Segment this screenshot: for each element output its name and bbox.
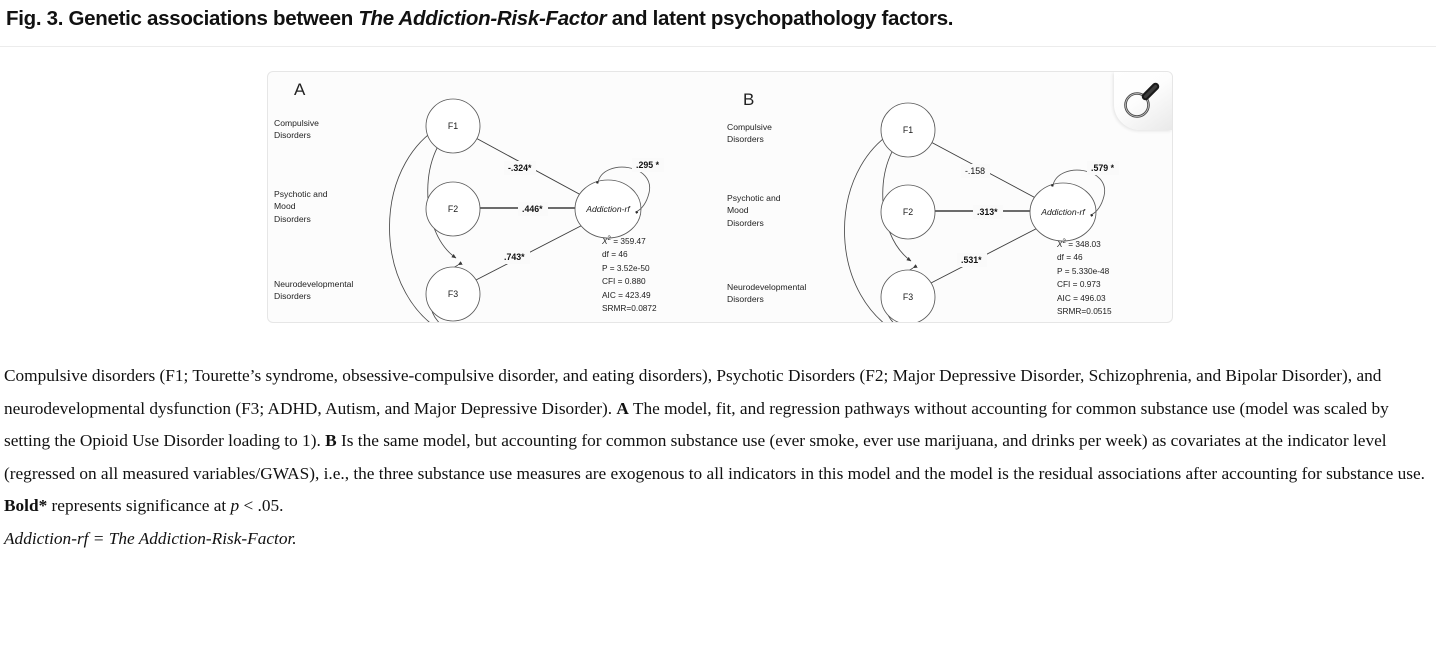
node-f1-label: F1 xyxy=(447,121,459,131)
chisq-value: = 348.03 xyxy=(1068,239,1101,249)
panel-group: A xyxy=(268,72,1172,322)
indicator-label-psychotic-mood: Psychotic and Mood Disorders xyxy=(274,189,328,224)
figure-caption: Compulsive disorders (F1; Tourette’s syn… xyxy=(4,360,1432,555)
caption-bold-a: A xyxy=(616,398,629,418)
fit-aic: AIC = 496.03 xyxy=(1057,292,1106,303)
covariance-arc-f1-f3 xyxy=(390,116,459,322)
indicator-label-compulsive: Compulsive Disorders xyxy=(727,122,772,145)
coef-residual-variance: .295 * xyxy=(632,158,664,172)
panel-a-letter: A xyxy=(294,80,306,99)
caption-abbreviation-line: Addiction-rf = The Addiction-Risk-Factor… xyxy=(4,528,297,548)
fit-statistics-a: X2 = 359.47 df = 46 P = 3.52e-50 CFI = 0… xyxy=(602,235,657,316)
fit-cfi: CFI = 0.973 xyxy=(1057,279,1101,290)
node-addiction-rf-label: Addiction-rf xyxy=(1041,207,1085,217)
figure-container: A xyxy=(267,71,1173,323)
panel-b-path-diagram xyxy=(721,72,1173,322)
residual-variance-loop xyxy=(596,167,650,214)
caption-bold-star: Bold* xyxy=(4,496,48,516)
chisq-symbol: X xyxy=(602,236,608,246)
zoom-figure-button[interactable] xyxy=(1114,72,1172,130)
coef-f3-outcome: .743* xyxy=(500,250,530,264)
caption-bold-b: B xyxy=(325,431,337,451)
node-f3-label: F3 xyxy=(447,289,459,299)
coef-f2-outcome: .313* xyxy=(973,205,1003,219)
coef-f3-outcome: .531* xyxy=(957,253,987,267)
indicator-label-neurodevelopmental: Neurodevelopmental Disorders xyxy=(727,282,807,305)
fit-p: P = 3.52e-50 xyxy=(602,262,650,273)
figure-title: Fig. 3. Genetic associations between The… xyxy=(0,0,1436,32)
coef-f1-outcome: -.324* xyxy=(504,161,537,175)
fit-cfi: CFI = 0.880 xyxy=(602,276,646,287)
fit-srmr: SRMR=0.0515 xyxy=(1057,306,1112,317)
fit-chisq: X2 = 348.03 xyxy=(1057,238,1112,251)
panel-b-letter: B xyxy=(743,90,755,109)
coef-f1-outcome: -.158 xyxy=(961,164,991,178)
fit-df: df = 46 xyxy=(602,249,628,260)
title-divider xyxy=(0,46,1436,47)
fit-df: df = 46 xyxy=(1057,252,1083,263)
node-f2-label: F2 xyxy=(902,207,914,217)
coef-f2-outcome: .446* xyxy=(518,202,548,216)
chisq-symbol: X xyxy=(1057,239,1063,249)
caption-italic-p: p xyxy=(230,496,240,516)
figure-title-suffix: and latent psychopathology factors. xyxy=(606,7,954,30)
panel-b: B xyxy=(721,72,1173,322)
caption-sentence-5: < .05. xyxy=(239,496,284,516)
node-f1 xyxy=(881,103,935,157)
coef-residual-variance: .579 * xyxy=(1087,161,1119,175)
node-f1 xyxy=(426,99,480,153)
node-f2-label: F2 xyxy=(447,204,459,214)
caption-sentence-3: Is the same model, but accounting for co… xyxy=(4,431,1425,483)
node-f3 xyxy=(426,267,480,321)
node-f3 xyxy=(881,270,935,322)
figure-title-italic: The Addiction-Risk-Factor xyxy=(358,7,607,30)
caption-sentence-4: represents significance at xyxy=(47,496,231,516)
node-f2 xyxy=(426,182,480,236)
magnifier-icon xyxy=(1124,82,1160,118)
caption-sentence-2: The model, fit, and regression pathways … xyxy=(4,398,1389,451)
covariance-arc-f1-f3 xyxy=(845,120,914,322)
panel-a-path-diagram xyxy=(268,72,721,322)
indicator-label-neurodevelopmental: Neurodevelopmental Disorders xyxy=(274,279,354,302)
panel-a: A xyxy=(268,72,721,322)
fit-chisq: X2 = 359.47 xyxy=(602,235,657,248)
fit-p: P = 5.330e-48 xyxy=(1057,265,1110,276)
indicator-label-compulsive: Compulsive Disorders xyxy=(274,118,319,141)
fit-statistics-b: X2 = 348.03 df = 46 P = 5.330e-48 CFI = … xyxy=(1057,238,1112,319)
figure-title-prefix: Fig. 3. Genetic associations between xyxy=(6,7,359,30)
caption-sentence-1: Compulsive disorders (F1; Tourette’s syn… xyxy=(4,366,1382,418)
chisq-exponent: 2 xyxy=(1062,239,1066,246)
residual-variance-loop xyxy=(1051,170,1105,217)
node-f3-label: F3 xyxy=(902,292,914,302)
chisq-value: = 359.47 xyxy=(613,236,646,246)
node-addiction-rf-label: Addiction-rf xyxy=(586,204,630,214)
fit-srmr: SRMR=0.0872 xyxy=(602,303,657,314)
indicator-label-psychotic-mood: Psychotic and Mood Disorders xyxy=(727,193,781,228)
fit-aic: AIC = 423.49 xyxy=(602,289,651,300)
node-f2 xyxy=(881,185,935,239)
node-f1-label: F1 xyxy=(902,125,914,135)
chisq-exponent: 2 xyxy=(607,236,611,243)
